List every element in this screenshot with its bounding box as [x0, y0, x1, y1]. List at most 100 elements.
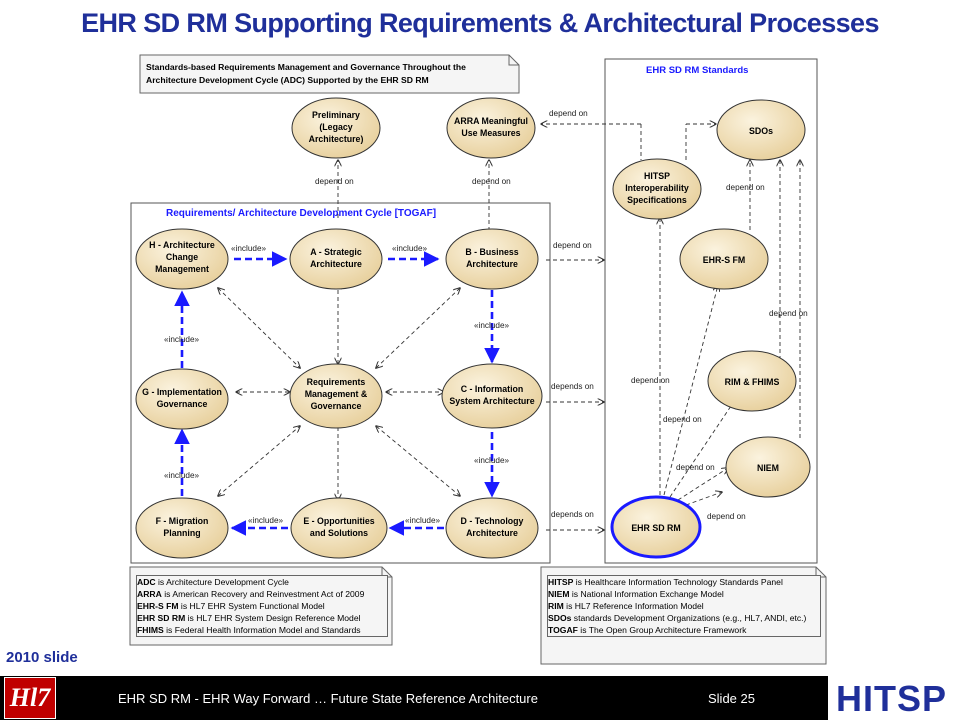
svg-text:Architecture): Architecture)	[309, 134, 364, 144]
legend-desc: is Healthcare Information Technology Sta…	[573, 577, 783, 587]
legend-term: FHIMS	[137, 625, 164, 635]
legend-term: SDOs	[548, 613, 572, 623]
legend-term: ARRA	[137, 589, 162, 599]
depend-on-label: depend on	[676, 463, 715, 472]
include-label: «include»	[231, 244, 266, 253]
dependency-lines	[218, 124, 800, 530]
svg-text:System Architecture: System Architecture	[449, 396, 534, 406]
legend-desc: is HL7 Reference Information Model	[563, 601, 704, 611]
depend-on-label: depend on	[769, 309, 808, 318]
svg-text:F - Migration: F - Migration	[156, 516, 209, 526]
svg-text:Requirements: Requirements	[307, 377, 366, 387]
legend-line: EHR-S FM is HL7 EHR System Functional Mo…	[137, 600, 387, 612]
svg-text:Use Measures: Use Measures	[461, 128, 520, 138]
svg-text:and Solutions: and Solutions	[310, 528, 368, 538]
node-ehr-sd-rm: EHR SD RM	[610, 495, 702, 559]
slide-title: EHR SD RM Supporting Requirements & Arch…	[81, 8, 879, 38]
node-arra: ARRA Meaningful Use Measures	[446, 97, 536, 159]
depends-on-label: depends on	[551, 382, 594, 391]
depend-on-label: depend on	[553, 241, 592, 250]
include-label: «include»	[474, 456, 509, 465]
svg-text:RIM & FHIMS: RIM & FHIMS	[725, 377, 780, 387]
svg-text:Governance: Governance	[157, 399, 208, 409]
legend-desc: standards Development Organizations (e.g…	[571, 613, 807, 623]
svg-text:Management: Management	[155, 264, 209, 274]
svg-text:Planning: Planning	[163, 528, 200, 538]
svg-text:D - Technology: D - Technology	[461, 516, 524, 526]
legend-term: TOGAF	[548, 625, 578, 635]
slide-year-tag: 2010 slide	[6, 649, 78, 666]
legend-desc: is The Open Group Architecture Framework	[577, 625, 747, 635]
svg-text:Architecture: Architecture	[466, 528, 518, 538]
depend-on-label: depend on	[315, 177, 354, 186]
legend-desc: is National Information Exchange Model	[569, 589, 724, 599]
legend-line: ADC is Architecture Development Cycle	[137, 576, 387, 588]
svg-text:EHR SD RM: EHR SD RM	[631, 523, 680, 533]
legend-desc: is HL7 EHR System Functional Model	[178, 601, 325, 611]
svg-text:A - Strategic: A - Strategic	[310, 247, 362, 257]
depend-on-label: depend on	[663, 415, 702, 424]
include-label: «include»	[405, 516, 440, 525]
include-arrows	[174, 251, 500, 536]
svg-text:SDOs: SDOs	[749, 126, 773, 136]
legend-line: NIEM is National Information Exchange Mo…	[548, 588, 820, 600]
svg-text:HITSP: HITSP	[644, 171, 670, 181]
legend-line: RIM is HL7 Reference Information Model	[548, 600, 820, 612]
svg-text:C - Information: C - Information	[461, 384, 524, 394]
node-niem: NIEM	[725, 436, 811, 498]
legend-term: EHR-S FM	[137, 601, 179, 611]
include-label: «include»	[248, 516, 283, 525]
node-e-opportunities-and-solutions: E - Opportunities and Solutions	[290, 497, 388, 559]
depend-on-label: depend on	[707, 512, 746, 521]
svg-text:E - Opportunities: E - Opportunities	[303, 516, 374, 526]
legend-line: HITSP is Healthcare Information Technolo…	[548, 576, 820, 588]
svg-text:Interoperability: Interoperability	[625, 183, 689, 193]
svg-text:Architecture: Architecture	[466, 259, 518, 269]
right-legend: HITSP is Healthcare Information Technolo…	[547, 575, 821, 637]
node-a-strategic-architecture: A - Strategic Architecture	[289, 228, 383, 290]
node-b-business-architecture: B - Business Architecture	[445, 228, 539, 290]
legend-line: EHR SD RM is HL7 EHR System Design Refer…	[137, 612, 387, 624]
svg-text:ARRA Meaningful: ARRA Meaningful	[454, 116, 528, 126]
legend-desc: is Federal Health Information Model and …	[163, 625, 361, 635]
include-label: «include»	[164, 471, 199, 480]
svg-text:(Legacy: (Legacy	[319, 122, 352, 132]
svg-text:B - Business: B - Business	[465, 247, 518, 257]
include-label: «include»	[164, 335, 199, 344]
top-note-line: Standards-based Requirements Management …	[146, 62, 466, 72]
legend-desc: is Architecture Development Cycle	[155, 577, 289, 587]
depends-on-label: depends on	[551, 510, 594, 519]
hitsp-logo: HITSP	[828, 676, 960, 720]
svg-text:Specifications: Specifications	[627, 195, 687, 205]
hitsp-logo-text: HITSP	[836, 678, 948, 719]
cycle-frame	[130, 202, 551, 564]
legend-desc: is HL7 EHR System Design Reference Model	[185, 613, 361, 623]
svg-text:H - Architecture: H - Architecture	[149, 240, 215, 250]
footer-bar	[0, 676, 960, 720]
legend-term: HITSP	[548, 577, 574, 587]
node-sdos: SDOs	[716, 99, 806, 161]
include-label: «include»	[392, 244, 427, 253]
node-hitsp-interoperability-specifications: HITSP Interoperability Specifications	[612, 158, 702, 220]
cycle-frame-title: Requirements/ Architecture Development C…	[166, 208, 436, 219]
legend-term: RIM	[548, 601, 564, 611]
svg-text:G - Implementation: G - Implementation	[142, 387, 222, 397]
depend-on-label: depend on	[726, 183, 765, 192]
node-preliminary: Preliminary (Legacy Architecture)	[291, 97, 381, 159]
node-c-information-system-architecture: C - Information System Architecture	[441, 363, 543, 429]
svg-text:Management &: Management &	[305, 389, 368, 399]
node-f-migration-planning: F - Migration Planning	[135, 497, 229, 559]
svg-text:Governance: Governance	[311, 401, 362, 411]
node-ehr-s-fm: EHR-S FM	[679, 228, 769, 290]
legend-term: EHR SD RM	[137, 613, 186, 623]
legend-line: FHIMS is Federal Health Information Mode…	[137, 624, 387, 636]
slide-number: Slide 25	[708, 691, 755, 706]
node-rim-fhims: RIM & FHIMS	[707, 350, 797, 412]
svg-text:NIEM: NIEM	[757, 463, 779, 473]
svg-text:Architecture: Architecture	[310, 259, 362, 269]
include-label: «include»	[474, 321, 509, 330]
legend-term: ADC	[137, 577, 156, 587]
depend-on-label: depend on	[631, 376, 670, 385]
hl7-logo: Hl7	[4, 677, 56, 719]
legend-line: TOGAF is The Open Group Architecture Fra…	[548, 624, 820, 636]
